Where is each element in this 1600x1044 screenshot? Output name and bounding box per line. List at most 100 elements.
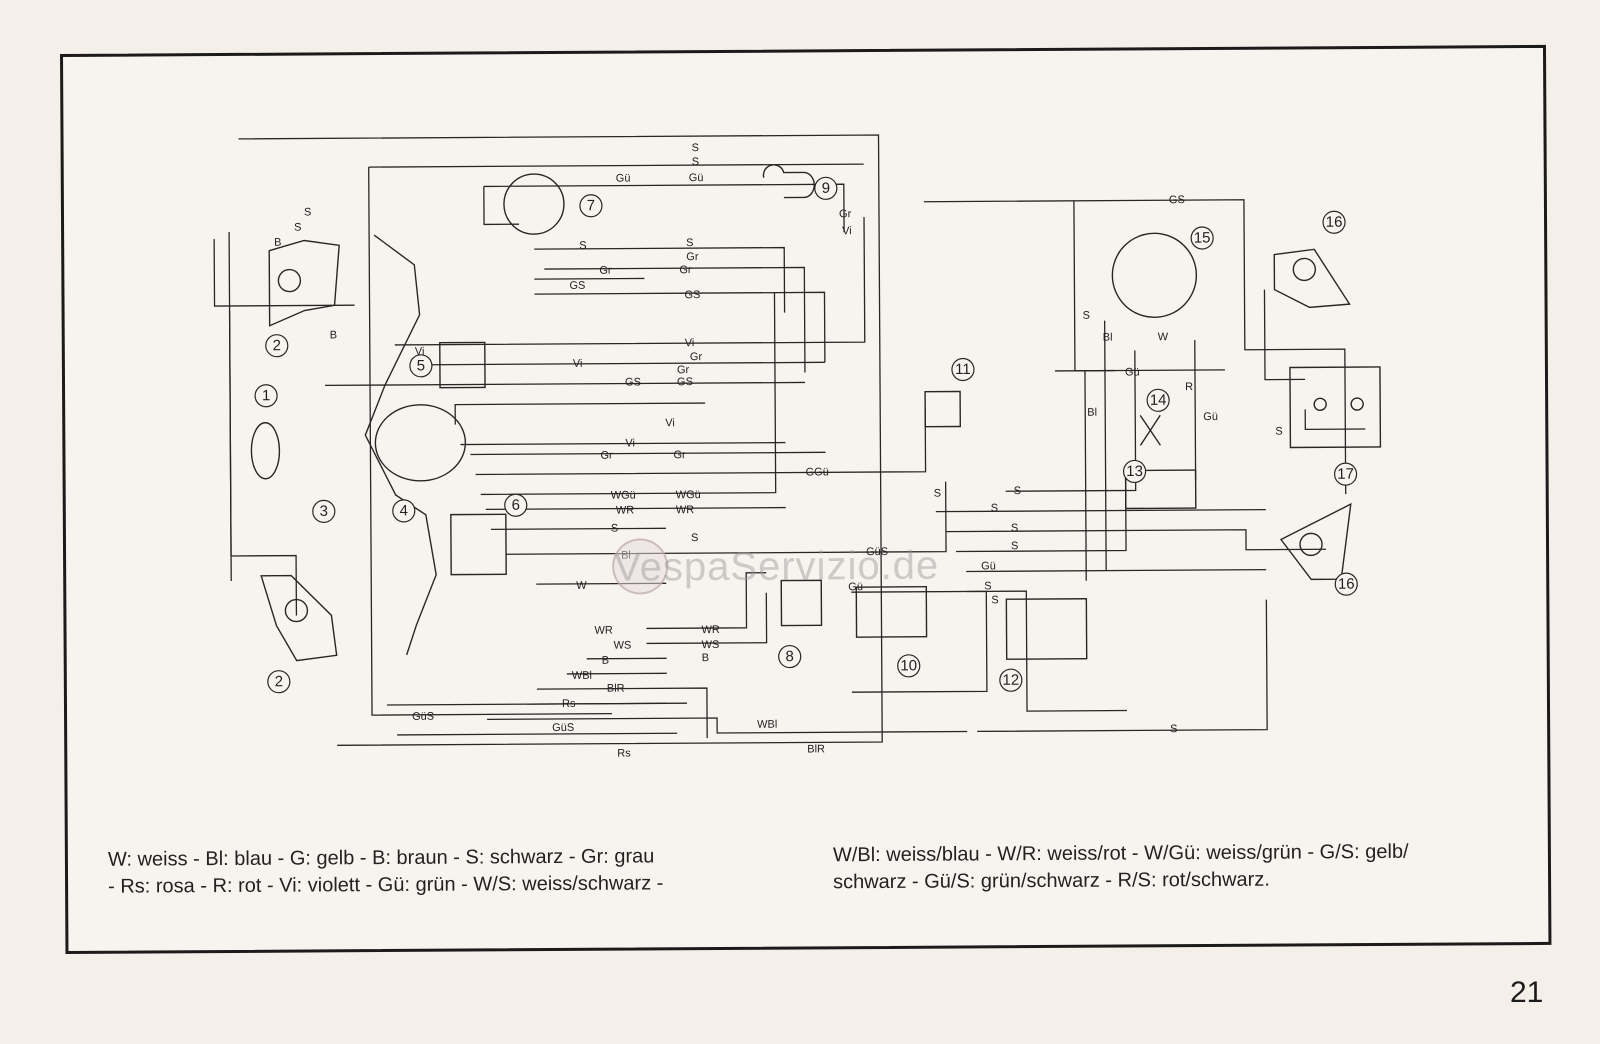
wire-label: W: [576, 580, 587, 592]
wire-label: WS: [614, 640, 632, 652]
wire-label: WR: [701, 624, 719, 636]
wire-label: S: [991, 594, 998, 606]
legend-line: W/Bl: weiss/blau - W/R: weiss/rot - W/Gü…: [832, 840, 1409, 867]
wiring-diagram-frame: S S Gü Gü S S B S S Gr Gr Gr GS GS Gr Vi…: [60, 44, 1552, 954]
bulb-16-top: [1292, 257, 1317, 282]
wire-label: WGü: [676, 489, 701, 501]
wire-label: B: [702, 652, 709, 664]
stator-15: [1111, 232, 1198, 319]
component-number: 2: [275, 673, 283, 690]
wire-label: GüS: [552, 722, 574, 734]
component-number: 10: [900, 657, 917, 674]
handlebar-outline: [364, 234, 437, 656]
wire-label: Rs: [617, 748, 631, 760]
wire-label: Rs: [562, 698, 576, 710]
wire-label: GS: [1169, 194, 1185, 206]
wire-label: WGü: [611, 489, 636, 501]
wire-label: GS: [569, 280, 585, 292]
wire-label: S: [1014, 485, 1021, 497]
wire-label: Gr: [690, 351, 703, 363]
component-number: 11: [955, 361, 971, 378]
relay-11: [924, 390, 961, 428]
headlight-left-bottom: [260, 574, 338, 662]
fuse-14: [1139, 414, 1161, 446]
wire-label: Gr: [673, 449, 686, 461]
lamp-unit-17: [1289, 366, 1382, 449]
wire-label: Gr: [677, 364, 690, 376]
bulb-16-bottom: [1299, 532, 1323, 557]
wire-label: BlR: [807, 743, 825, 755]
wire-label: WBl: [757, 719, 777, 731]
tail-light-16-top: [1273, 248, 1351, 309]
component-number: 16: [1326, 214, 1343, 231]
wire-label: Gr: [599, 265, 612, 277]
wire-label: Gr: [839, 208, 852, 220]
wire-label: GS: [684, 289, 700, 301]
wire-label: Bl: [1087, 407, 1097, 419]
component-number: 6: [512, 497, 520, 514]
wire-label: S: [294, 222, 301, 234]
wire-label: Gü: [616, 173, 631, 185]
component-number: 5: [417, 357, 425, 374]
component-number: 9: [822, 180, 830, 197]
wire-label: R: [1185, 381, 1193, 393]
wire-label: GS: [677, 376, 693, 388]
component-number: 3: [320, 503, 328, 520]
wire-label: B: [602, 655, 609, 667]
wire-label: GS: [625, 376, 641, 388]
component-number: 14: [1150, 392, 1167, 409]
ignition-10: [855, 586, 928, 638]
wire-label: WR: [616, 505, 634, 517]
component-number: 2: [273, 337, 281, 354]
component-number: 17: [1337, 466, 1354, 483]
legend-line: schwarz - Gü/S: grün/schwarz - R/S: rot/…: [833, 868, 1270, 894]
wire-label: W: [1158, 331, 1169, 343]
component-number: 12: [1002, 672, 1019, 689]
horn: [250, 422, 281, 480]
legend-line: W: weiss - Bl: blau - G: gelb - B: braun…: [107, 845, 655, 871]
wire-label: Vi: [685, 337, 695, 349]
wire-label: S: [1170, 723, 1177, 735]
regulator-8: [780, 579, 823, 627]
wire-label: S: [686, 237, 693, 249]
component-number: 8: [785, 648, 793, 665]
page-number: 21: [1510, 976, 1544, 1009]
wire-label: Vi: [842, 225, 852, 237]
wire-label: Gr: [686, 251, 699, 263]
wire-label: Bl: [1103, 332, 1113, 344]
bulb-2-bottom: [284, 598, 309, 623]
component-number: 1: [262, 387, 270, 404]
headlight-left-top: [268, 239, 340, 327]
component-number: 16: [1338, 576, 1355, 593]
wire-label: Gr: [679, 264, 692, 276]
wire-label: Gü: [689, 172, 704, 184]
wire-label: GüS: [866, 546, 888, 558]
wire-label: Gü: [981, 560, 996, 572]
speedometer-gauge: [503, 173, 565, 235]
wire-label: B: [274, 237, 281, 249]
wire-label: Vi: [573, 358, 583, 370]
wire-label: S: [1275, 426, 1282, 438]
color-legend-left: W: weiss - Bl: blau - G: gelb - B: braun…: [108, 843, 664, 900]
instrument-cluster: [374, 404, 467, 482]
wire-label: S: [991, 502, 998, 514]
wire-label: BlR: [607, 683, 625, 695]
wire-label: WS: [702, 639, 720, 651]
wire-label: Gü: [848, 581, 863, 593]
switch-6: [450, 513, 507, 576]
wire-label: S: [579, 240, 586, 252]
switch-5: [439, 341, 486, 389]
wire-label: WBl: [572, 670, 592, 682]
component-number: 4: [400, 502, 408, 519]
wire-label: S: [1083, 310, 1090, 322]
wire-label: Vi: [665, 417, 675, 429]
wire-label: S: [1011, 540, 1018, 552]
wire-label: S: [691, 532, 698, 544]
component-number: 7: [587, 197, 595, 214]
tail-light-16-bottom: [1279, 502, 1352, 581]
wire-label: S: [304, 206, 311, 218]
wire-label: Gü: [1203, 411, 1218, 423]
wire-label: GüS: [412, 711, 434, 723]
wire-label: Gr: [600, 450, 613, 462]
wire-label: B: [330, 329, 337, 341]
